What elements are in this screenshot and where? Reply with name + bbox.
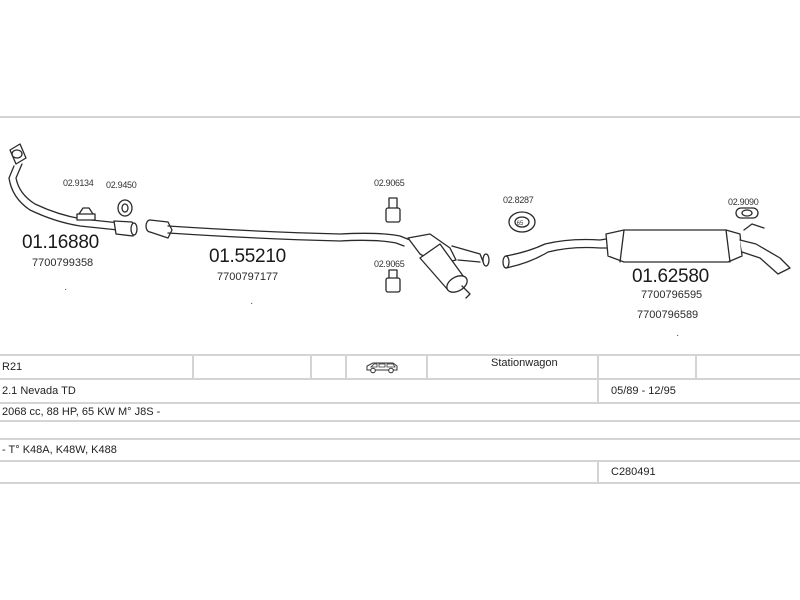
column-divider [597,462,599,482]
dot-marker: · [676,330,680,341]
dot-marker: · [250,298,254,309]
fitting-number: 02.9450 [106,180,137,190]
column-divider [426,356,428,378]
table-row: 2068 cc, 88 HP, 65 KW M° J8S - [0,402,800,420]
gasket-ring-drawing [508,211,536,233]
rear-silencer-number: 01.62580 [632,266,709,287]
catalog-code-cell: C280491 [611,466,656,478]
mount-upper-drawing [385,197,401,223]
table-row: - T° K48A, K48W, K488 [0,438,800,460]
center-silencer-number: 01.55210 [209,246,286,267]
rear-silencer-oem: 7700796595 [641,289,703,301]
engine-name-cell: 2.1 Nevada TD [2,385,76,397]
clamp-fitting-drawing [76,207,96,221]
table-row: C280491 [0,460,800,484]
table-row [0,420,800,438]
years-cell: 05/89 - 12/95 [611,385,676,397]
exhaust-system-diagram: 65 02.9134 02.9450 02.9065 02.9065 02.82… [0,118,800,354]
hanger-ring-drawing [117,199,133,217]
column-divider [597,356,599,378]
dot-marker: · [64,284,68,295]
column-divider [192,356,194,378]
front-pipe-drawing [8,143,138,237]
column-divider [597,380,599,402]
front-pipe-number: 01.16880 [22,232,99,253]
top-divider [0,116,800,118]
model-cell: R21 [2,361,23,373]
column-divider [310,356,312,378]
column-divider [695,356,697,378]
rear-hanger-drawing [735,207,759,219]
fitting-number: 02.9065 [374,259,405,269]
rear-silencer-drawing [502,223,791,275]
fitting-number: 02.9065 [374,178,405,188]
column-divider [345,356,347,378]
rear-silencer-oem: 7700796589 [637,309,699,321]
fitting-number: 02.8287 [503,195,534,205]
engine-spec-cell: 2068 cc, 88 HP, 65 KW M° J8S - [2,406,161,418]
fitting-number: 02.9134 [63,178,94,188]
exhaust-drawing: 65 [8,143,791,299]
station-wagon-car-icon [365,356,399,378]
mount-lower-drawing [385,269,401,293]
center-pipe-drawing [145,219,490,299]
table-row: 2.1 Nevada TD 05/89 - 12/95 [0,378,800,402]
vehicle-info-table: R21 Stationwagon 2.1 Nevada TD 05/89 - 1… [0,354,800,484]
types-cell: - T° K48A, K48W, K488 [2,444,117,456]
gasket-size-label: 65 [517,221,524,227]
fitting-number: 02.9090 [728,197,759,207]
table-row: R21 Stationwagon [0,354,800,378]
center-silencer-oem: 7700797177 [217,271,279,283]
body-type-cell: Stationwagon [491,357,558,369]
front-pipe-oem: 7700799358 [32,257,94,269]
